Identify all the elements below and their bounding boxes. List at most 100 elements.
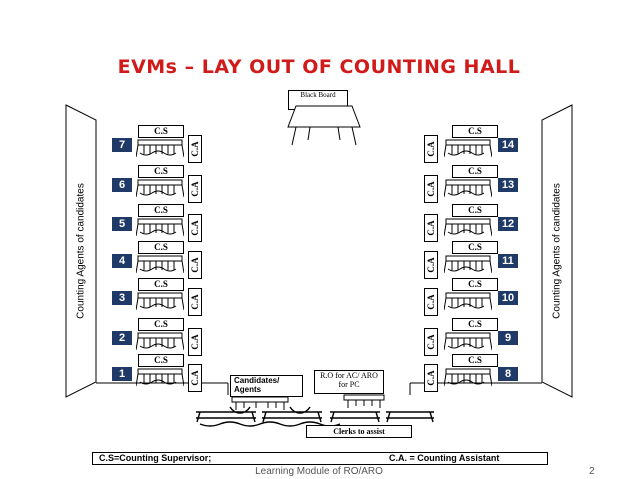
- legend-cs: C.S=Counting Supervisor;: [99, 453, 212, 463]
- page-title: EVMs – LAY OUT OF COUNTING HALL: [117, 56, 521, 78]
- counting-table-icon: [135, 368, 185, 387]
- ca-label: C.A: [426, 141, 436, 157]
- ca-label-box: C.A: [188, 288, 202, 316]
- ca-label: C.A: [190, 181, 200, 197]
- ca-label: C.A: [426, 181, 436, 197]
- table-number: 8: [498, 367, 518, 381]
- page-number: 2: [589, 466, 595, 477]
- ca-label-box: C.A: [188, 214, 202, 242]
- table-number: 2: [112, 331, 132, 345]
- ca-label-box: C.A: [424, 214, 438, 242]
- ca-label-box: C.A: [188, 328, 202, 356]
- cs-label: C.S: [138, 241, 184, 254]
- cs-label: C.S: [138, 278, 184, 291]
- ca-label-box: C.A: [424, 288, 438, 316]
- counting-table: [135, 330, 185, 357]
- counting-table: [443, 177, 493, 204]
- cs-label: C.S: [138, 318, 184, 331]
- counting-table-icon: [443, 368, 493, 387]
- counting-table-icon: [443, 139, 493, 158]
- counting-table-icon: [135, 332, 185, 351]
- ca-label-box: C.A: [188, 364, 202, 392]
- counting-table: [443, 290, 493, 317]
- table-number: 10: [498, 291, 518, 305]
- counting-table-group: C.S 4 C.A: [112, 241, 222, 281]
- table-number: 7: [112, 138, 132, 152]
- counting-table: [443, 137, 493, 164]
- ca-label: C.A: [190, 141, 200, 157]
- right-side-label-area: Counting Agents of candidates: [542, 120, 572, 382]
- counting-table: [135, 216, 185, 243]
- counting-table: [443, 366, 493, 393]
- clerks-tables: [196, 406, 434, 427]
- counting-table-icon: [443, 332, 493, 351]
- counting-table: [135, 253, 185, 280]
- ca-label: C.A: [190, 334, 200, 350]
- candidates-label: Candidates/ Agents: [230, 375, 303, 397]
- counting-table-group: C.S 5 C.A: [112, 204, 222, 244]
- ca-label-box: C.A: [188, 135, 202, 163]
- counting-table-icon: [443, 179, 493, 198]
- table-number: 6: [112, 178, 132, 192]
- clerks-label: Clerks to assist: [306, 425, 412, 438]
- ca-label-box: C.A: [424, 135, 438, 163]
- ca-label: C.A: [426, 220, 436, 236]
- table-number: 11: [498, 254, 518, 268]
- table-number: 13: [498, 178, 518, 192]
- cs-label: C.S: [138, 204, 184, 217]
- counting-table-icon: [135, 139, 185, 158]
- table-number: 9: [498, 331, 518, 345]
- counting-table-icon: [135, 255, 185, 274]
- counting-table-icon: [135, 292, 185, 311]
- left-side-label-area: Counting Agents of candidates: [66, 120, 96, 382]
- ca-label: C.A: [190, 294, 200, 310]
- cs-label: C.S: [452, 318, 498, 331]
- ca-label: C.A: [426, 257, 436, 273]
- cs-label: C.S: [138, 354, 184, 367]
- counting-table: [135, 137, 185, 164]
- ca-label: C.A: [190, 220, 200, 236]
- right-agents-panel: [541, 104, 573, 398]
- black-board-stand: [287, 105, 361, 146]
- table-number: 3: [112, 291, 132, 305]
- cs-label: C.S: [452, 204, 498, 217]
- cs-label: C.S: [452, 165, 498, 178]
- table-number: 5: [112, 217, 132, 231]
- counting-table: [135, 290, 185, 317]
- ca-label: C.A: [426, 334, 436, 350]
- ca-label-box: C.A: [424, 328, 438, 356]
- right-side-label: Counting Agents of candidates: [551, 183, 563, 319]
- ca-label-box: C.A: [424, 175, 438, 203]
- counting-table-icon: [135, 179, 185, 198]
- ca-label: C.A: [426, 370, 436, 386]
- cs-label: C.S: [452, 125, 498, 138]
- counting-table-group: C.S 1 C.A: [112, 354, 222, 394]
- ca-label-box: C.A: [424, 251, 438, 279]
- table-number: 4: [112, 254, 132, 268]
- legend-ca: C.A. = Counting Assistant: [389, 453, 500, 463]
- table-number: 14: [498, 138, 518, 152]
- table-number: 1: [112, 367, 132, 381]
- cs-label: C.S: [452, 354, 498, 367]
- left-agents-panel: [65, 104, 97, 398]
- candidate-table: [231, 396, 289, 410]
- cs-label: C.S: [138, 165, 184, 178]
- counting-table: [135, 366, 185, 393]
- ro-table: [343, 394, 385, 408]
- counting-table-icon: [443, 292, 493, 311]
- counting-table-icon: [443, 255, 493, 274]
- ca-label: C.A: [190, 257, 200, 273]
- table-number: 12: [498, 217, 518, 231]
- counting-table-icon: [443, 218, 493, 237]
- ca-label: C.A: [426, 294, 436, 310]
- counting-table: [443, 216, 493, 243]
- counting-table-group: C.S 3 C.A: [112, 278, 222, 318]
- counting-table-group: C.S 6 C.A: [112, 165, 222, 205]
